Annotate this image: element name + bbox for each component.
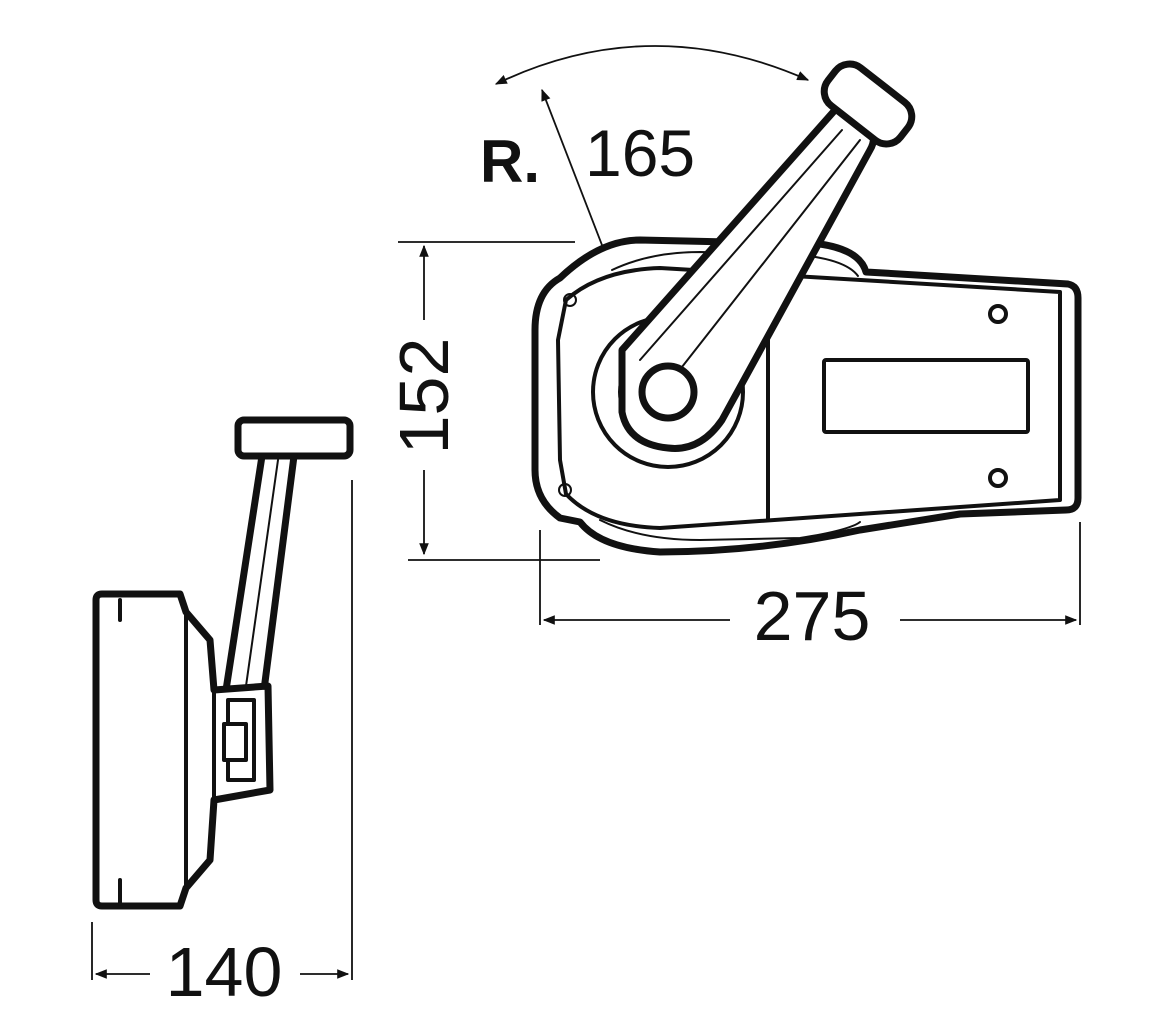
radius-prefix-label: R. (480, 128, 540, 195)
screw-hole-icon (988, 468, 1008, 488)
width-value-label: 140 (166, 933, 283, 1011)
radius-value-label: 165 (585, 116, 695, 190)
front-lever-handle (234, 416, 354, 460)
front-housing-body (92, 590, 274, 910)
front-housing-inner (118, 598, 188, 906)
front-hub (222, 722, 248, 762)
length-value-label: 275 (754, 577, 871, 655)
control-lever-groove (639, 129, 861, 396)
housing-top-lip (611, 251, 859, 277)
lever-handle (820, 60, 916, 148)
screw-hole-icon (558, 483, 572, 497)
height-value-label: 152 (385, 338, 463, 455)
screw-hole-icon (563, 293, 577, 307)
housing-inner-panel (556, 266, 1062, 530)
front-lever-shaft (222, 452, 298, 694)
radius-leader (541, 88, 608, 259)
housing-bottom-lip (599, 519, 861, 541)
top-view (398, 45, 1082, 625)
label-window (822, 358, 1030, 434)
lever-hub-center (638, 362, 698, 422)
swing-arc (494, 45, 810, 85)
front-lever-groove (245, 459, 279, 687)
screw-hole-icon (988, 304, 1008, 324)
front-view (91, 416, 354, 980)
